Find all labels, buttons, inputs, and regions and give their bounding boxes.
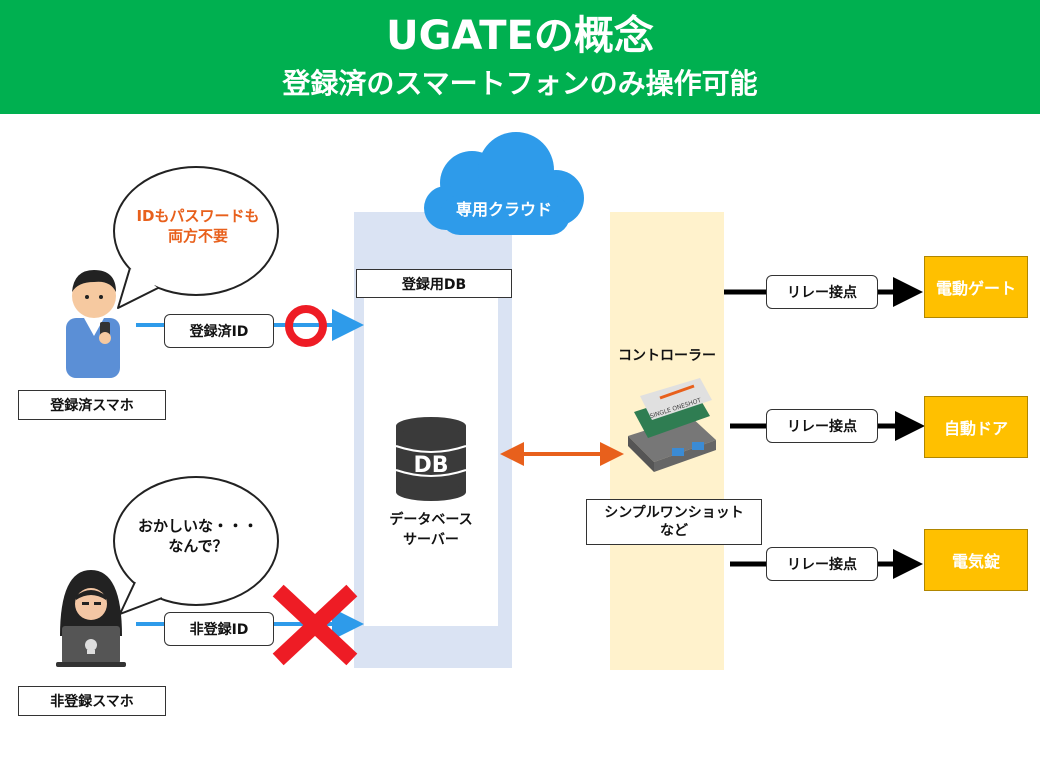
controller-device-line2: など <box>660 523 688 539</box>
hacker-icon <box>56 570 126 667</box>
server-label-line2: サーバー <box>403 532 459 548</box>
ok-circle-icon <box>285 305 327 347</box>
bubble-unregistered-line2: なんで？ <box>168 537 228 555</box>
bubble-text-registered: IDもパスワードも 両方不要 <box>120 206 276 246</box>
page-title: UGATEの概念 <box>386 13 654 59</box>
registered-user-icon <box>66 270 120 378</box>
database-icon: DB <box>395 417 467 501</box>
output-electric-gate: 電動ゲート <box>924 256 1028 318</box>
controller-device-line1: シンプルワンショット <box>604 505 744 521</box>
registered-id-label: 登録済ID <box>164 314 274 348</box>
unregistered-id-label: 非登録ID <box>164 612 274 646</box>
server-label: データベース サーバー <box>374 510 488 550</box>
relay-arrows <box>724 277 925 579</box>
server-label-line1: データベース <box>389 512 473 528</box>
speech-bubble-unregistered <box>113 476 279 615</box>
relay-contact-box-1: リレー接点 <box>766 275 878 309</box>
database-icon-text: DB <box>413 453 448 478</box>
output-electric-lock: 電気錠 <box>924 529 1028 591</box>
registration-db-box: 登録用DB <box>356 269 512 298</box>
speech-bubble-registered <box>113 166 279 309</box>
bubble-text-unregistered: おかしいな・・・ なんで？ <box>120 516 276 556</box>
reject-cross-icon <box>272 584 358 666</box>
controller-device-label: シンプルワンショット など <box>586 499 762 545</box>
registered-device-label: 登録済スマホ <box>18 390 166 420</box>
relay-contact-box-2: リレー接点 <box>766 409 878 443</box>
bubble-unregistered-line1: おかしいな・・・ <box>137 517 258 535</box>
relay-contact-box-3: リレー接点 <box>766 547 878 581</box>
bubble-registered-line2: 両方不要 <box>167 227 228 245</box>
output-automatic-door: 自動ドア <box>924 396 1028 458</box>
unregistered-device-label: 非登録スマホ <box>18 686 166 716</box>
cloud-label: 専用クラウド <box>455 200 552 219</box>
page-subtitle: 登録済のスマートフォンのみ操作可能 <box>282 67 758 100</box>
header-banner: UGATEの概念 登録済のスマートフォンのみ操作可能 <box>0 0 1040 114</box>
controller-board-icon: SINGLE ONESHOT <box>628 378 716 472</box>
cloud-icon <box>424 132 584 235</box>
bubble-registered-line1: IDもパスワードも <box>136 207 260 225</box>
controller-title: コントローラー <box>618 348 716 364</box>
